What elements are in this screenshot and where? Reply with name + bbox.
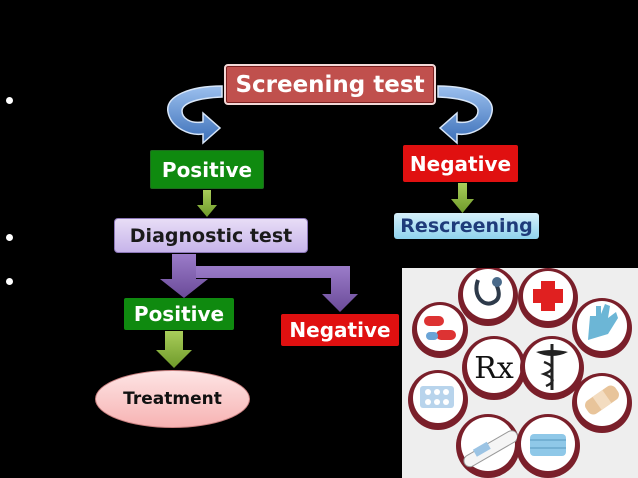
down-arrow-icon <box>156 331 192 368</box>
cupcake-icon <box>520 336 584 400</box>
elbow-arrow-icon <box>196 266 358 312</box>
positive-label: Positive <box>161 157 253 182</box>
rx-symbol: Rx <box>474 351 514 386</box>
bullet-icon <box>6 234 13 241</box>
positive-label: Positive <box>133 302 225 326</box>
diagnostic-test-box: Diagnostic test <box>114 218 308 253</box>
treatment-label: Treatment <box>123 389 222 409</box>
rescreening-box: Rescreening <box>394 213 539 239</box>
cupcake-icon <box>518 268 578 328</box>
medical-cupcakes-photo: Rx <box>402 268 638 478</box>
negative-label: Negative <box>409 151 512 176</box>
diagnostic-negative-box: Negative <box>281 314 399 346</box>
bullet-icon <box>6 97 13 104</box>
negative-label: Negative <box>289 318 391 342</box>
treatment-ellipse: Treatment <box>95 370 250 428</box>
diagnostic-positive-box: Positive <box>124 298 234 330</box>
bullet-icon <box>6 278 13 285</box>
curved-arrow-icon <box>167 85 223 145</box>
screening-test-label: Screening test <box>235 71 425 98</box>
positive-result-box: Positive <box>150 150 264 189</box>
cupcake-icon <box>572 373 632 433</box>
rescreening-label: Rescreening <box>400 215 533 237</box>
curved-arrow-icon <box>437 85 493 145</box>
cupcake-icon <box>458 268 518 326</box>
cupcake-icon: Rx <box>462 336 526 400</box>
diagnostic-test-label: Diagnostic test <box>129 224 293 247</box>
down-arrow-icon <box>451 183 474 213</box>
cupcake-icon <box>572 298 632 358</box>
cupcake-icon <box>412 302 468 358</box>
negative-result-box: Negative <box>403 145 518 182</box>
cupcake-icon <box>456 414 520 478</box>
cupcake-icon <box>516 414 580 478</box>
down-arrow-icon <box>160 254 208 298</box>
down-arrow-icon <box>197 190 217 217</box>
cupcake-icon <box>408 370 468 430</box>
screening-test-box: Screening test <box>224 64 436 105</box>
